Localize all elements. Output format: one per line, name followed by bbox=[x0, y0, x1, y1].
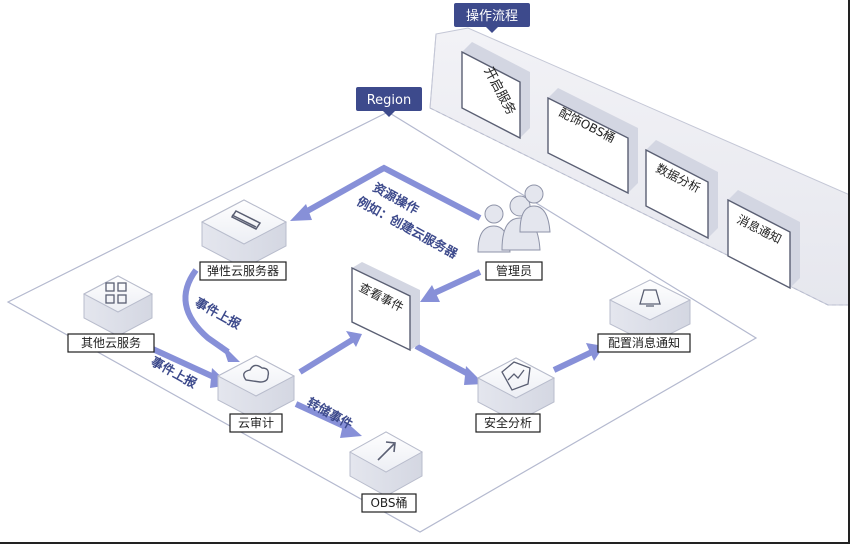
bell-icon bbox=[639, 289, 661, 307]
admin-label: 管理员 bbox=[496, 263, 532, 278]
arrow-other-to-cts bbox=[142, 342, 218, 381]
node-ecs: 弹性云服务器 bbox=[199, 199, 288, 281]
cts-label: 云审计 bbox=[238, 415, 274, 430]
node-view-events: 查看事件 bbox=[351, 262, 420, 352]
region-plane bbox=[6, 111, 758, 533]
grid-apps-icon bbox=[105, 282, 127, 304]
arrow-cts-to-obs bbox=[294, 401, 350, 431]
flow-step-data-analysis: 数据分析 bbox=[645, 140, 718, 240]
ecs-label: 弹性云服务器 bbox=[207, 263, 279, 278]
node-other-services: 其他云服务 bbox=[67, 275, 155, 353]
arrow-admin-to-ecs bbox=[300, 164, 482, 221]
flow-step-obs-bucket: 配饰OBS桶 bbox=[547, 88, 638, 195]
security-label: 安全分析 bbox=[484, 415, 532, 430]
cloud-icon bbox=[243, 364, 270, 383]
flow-step-start-service: 开启服务 bbox=[461, 42, 530, 140]
arrow-cts-to-view bbox=[298, 337, 354, 375]
node-notify: 配置消息通知 bbox=[597, 279, 692, 353]
node-obs: OBS桶 bbox=[348, 431, 424, 513]
arrow-admin-to-view bbox=[428, 269, 482, 298]
arrow-ecs-to-cts bbox=[182, 268, 230, 355]
shield-chart-icon bbox=[501, 361, 531, 391]
obs-label: OBS桶 bbox=[370, 495, 407, 510]
ecs-server-icon bbox=[230, 210, 262, 230]
flow-step-notification: 消息通知 bbox=[727, 190, 800, 290]
arrow-security-to-notify bbox=[552, 349, 594, 373]
frame-right-edge bbox=[848, 0, 850, 544]
flow-title-tag: 操作流程 bbox=[454, 3, 530, 33]
flow-arrows bbox=[142, 164, 594, 431]
node-admin: 管理员 bbox=[477, 184, 551, 281]
region-title: Region bbox=[367, 93, 412, 108]
flow-title: 操作流程 bbox=[466, 8, 518, 24]
other-services-label: 其他云服务 bbox=[81, 335, 141, 350]
node-security: 安全分析 bbox=[475, 357, 556, 433]
notify-label: 配置消息通知 bbox=[608, 335, 680, 350]
arrow-view-to-security bbox=[414, 343, 474, 379]
frame-bottom-edge bbox=[0, 542, 850, 544]
node-cts: 云审计 bbox=[216, 355, 296, 433]
region-tag: Region bbox=[356, 87, 422, 117]
upload-arrow-icon bbox=[377, 441, 396, 461]
users-icon bbox=[477, 184, 551, 253]
